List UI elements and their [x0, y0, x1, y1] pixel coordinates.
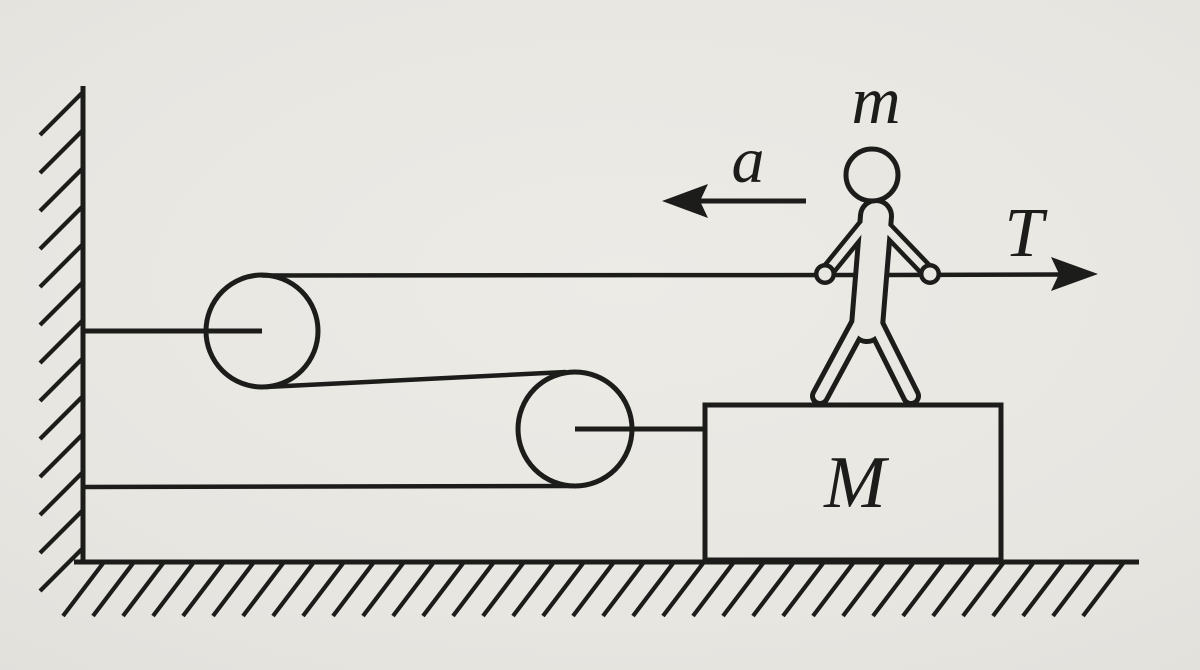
tension-arrowhead-icon: [1051, 257, 1098, 291]
hatch-stroke: [38, 90, 85, 137]
hatch-stroke: [871, 560, 916, 618]
hatch-stroke: [38, 204, 85, 251]
rope-pulled-right-segment: [888, 272, 1061, 278]
person-left-hand-fill: [818, 267, 832, 281]
hatch-stroke: [421, 560, 466, 618]
hatch-stroke: [691, 560, 736, 618]
hatch-stroke: [541, 560, 586, 618]
person-right-leg-fill: [868, 315, 916, 401]
hatch-stroke: [1081, 560, 1126, 618]
rope-pulled-left-segment: [261, 272, 855, 278]
hatch-stroke: [391, 560, 436, 618]
hatch-stroke: [511, 560, 556, 618]
wall-hatching: [38, 90, 85, 593]
hatch-stroke: [661, 560, 706, 618]
hatch-stroke: [301, 560, 346, 618]
block-M: [702, 402, 1004, 563]
hatch-stroke: [38, 318, 85, 365]
hatch-stroke: [991, 560, 1036, 618]
hatch-stroke: [781, 560, 826, 618]
hatch-stroke: [38, 546, 85, 593]
hatch-stroke: [631, 560, 676, 618]
hatch-stroke: [241, 560, 286, 618]
hatch-stroke: [38, 242, 85, 289]
person-left-leg-fill: [815, 315, 866, 401]
hatch-stroke: [181, 560, 226, 618]
hatch-stroke: [151, 560, 196, 618]
hatch-stroke: [61, 560, 106, 618]
hatch-stroke: [38, 432, 85, 479]
rope-between-pulleys: [265, 369, 567, 390]
person-right-arm-fill: [880, 222, 934, 278]
hatch-stroke: [38, 280, 85, 327]
hatch-stroke: [601, 560, 646, 618]
person-head: [843, 146, 901, 204]
hatch-stroke: [901, 560, 946, 618]
label-tension: T: [1005, 195, 1049, 272]
label-block-mass: M: [823, 442, 890, 524]
hatch-stroke: [481, 560, 526, 618]
hatch-stroke: [751, 560, 796, 618]
lower-pulley: [515, 369, 635, 489]
hatch-stroke: [1021, 560, 1066, 618]
hatch-stroke: [38, 470, 85, 517]
hatch-stroke: [38, 508, 85, 555]
hatch-stroke: [931, 560, 976, 618]
person-figure: [810, 198, 938, 406]
hatch-stroke: [571, 560, 616, 618]
hatch-stroke: [721, 560, 766, 618]
rope-wall-anchor-segment: [82, 483, 573, 490]
label-person-mass: m: [851, 62, 900, 138]
hatch-stroke: [451, 560, 496, 618]
acceleration-arrowhead-icon: [662, 184, 708, 218]
hatch-stroke: [961, 560, 1006, 618]
hatch-stroke: [38, 128, 85, 175]
hatch-stroke: [841, 560, 886, 618]
hatch-stroke: [811, 560, 856, 618]
ground-hatching: [61, 560, 1126, 618]
label-acceleration: a: [732, 124, 765, 197]
hatch-stroke: [361, 560, 406, 618]
hatch-stroke: [1051, 560, 1096, 618]
hatch-stroke: [38, 166, 85, 213]
hatch-stroke: [91, 560, 136, 618]
person-torso-fill: [854, 203, 889, 339]
person-right-hand-fill: [923, 267, 937, 281]
hatch-stroke: [271, 560, 316, 618]
hatch-stroke: [38, 394, 85, 441]
hatch-stroke: [38, 356, 85, 403]
hatch-stroke: [121, 560, 166, 618]
hatch-stroke: [211, 560, 256, 618]
hatch-stroke: [331, 560, 376, 618]
